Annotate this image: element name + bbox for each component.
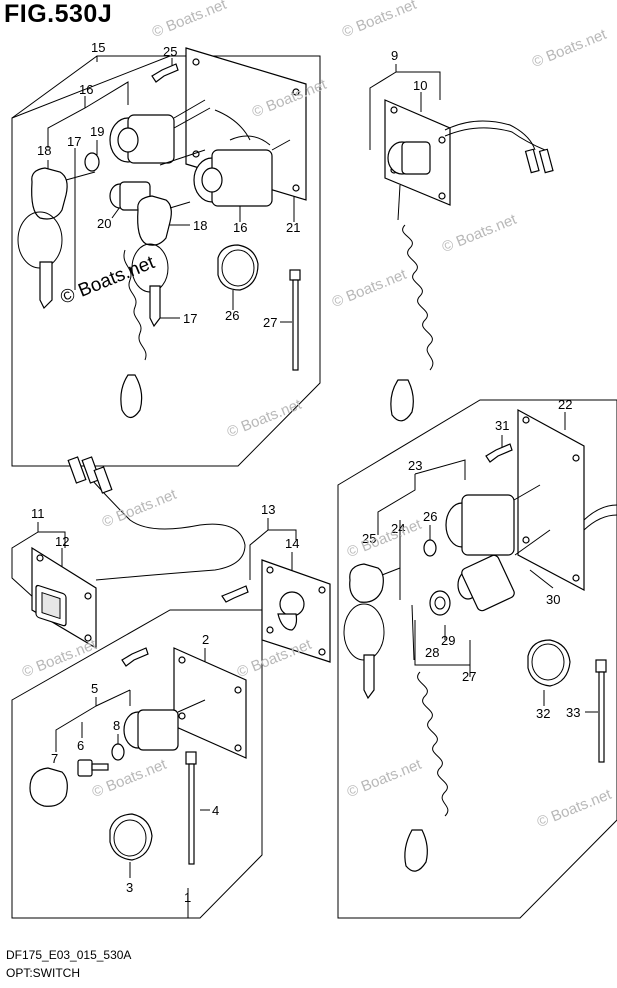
callout-18: 18 bbox=[193, 218, 207, 233]
key-switch-16-lower bbox=[159, 139, 291, 207]
lanyard-coil-9 bbox=[390, 184, 434, 422]
screw-22 bbox=[151, 63, 179, 83]
screw-13 bbox=[221, 585, 249, 603]
callout-35: 32 bbox=[536, 706, 550, 721]
switch-9 bbox=[387, 120, 554, 175]
callout-13: 13 bbox=[261, 502, 275, 517]
callout-28: 25 bbox=[362, 531, 376, 546]
callout-22: 25 bbox=[163, 44, 177, 59]
callout-32: 29 bbox=[441, 633, 455, 648]
callout-36: 33 bbox=[566, 705, 580, 720]
callout-15: 15 bbox=[91, 40, 105, 55]
callout-19: 19 bbox=[90, 124, 104, 139]
harness-upper-left bbox=[214, 109, 271, 146]
callout-18: 18 bbox=[37, 143, 51, 158]
key-fob-18-left bbox=[17, 167, 96, 310]
callout-3: 3 bbox=[126, 880, 133, 895]
key-fob-18-right bbox=[131, 195, 191, 328]
key-switch-16-upper bbox=[109, 99, 211, 164]
callout-30: 27 bbox=[462, 669, 476, 684]
nut-19 bbox=[84, 152, 100, 172]
callout-6: 6 bbox=[77, 738, 84, 753]
nut-32 bbox=[429, 590, 451, 616]
key-fob-28 bbox=[343, 563, 401, 700]
callout-7: 7 bbox=[51, 751, 58, 766]
lanyard-coil-31 bbox=[404, 604, 449, 872]
stop-switch-30 bbox=[457, 529, 551, 612]
key-fob-7 bbox=[29, 767, 68, 807]
callout-17: 17 bbox=[183, 311, 197, 326]
callout-8: 8 bbox=[113, 718, 120, 733]
callout-12: 12 bbox=[55, 534, 69, 549]
key-6 bbox=[77, 759, 109, 777]
key-switch-26 bbox=[445, 484, 617, 556]
callout-17: 17 bbox=[67, 134, 81, 149]
frame-group-1 bbox=[11, 609, 263, 919]
callout-4: 4 bbox=[212, 803, 219, 818]
lanyard-coil-upper-left bbox=[120, 249, 147, 419]
harness-11 bbox=[67, 456, 246, 581]
screw-2 bbox=[121, 647, 149, 667]
callout-2: 2 bbox=[202, 632, 209, 647]
callout-1: 1 bbox=[184, 890, 191, 905]
callout-5: 5 bbox=[91, 681, 98, 696]
callout-11: 11 bbox=[31, 506, 45, 521]
figure-name: OPT:SWITCH bbox=[6, 966, 80, 980]
frame-group-assembly-upper-right bbox=[337, 399, 617, 919]
callout-20: 20 bbox=[97, 216, 111, 231]
callout-33: 30 bbox=[546, 592, 560, 607]
cap-3 bbox=[109, 813, 153, 861]
callout-16: 16 bbox=[79, 82, 93, 97]
tie-24 bbox=[289, 269, 301, 371]
callout-14: 14 bbox=[285, 536, 299, 551]
callout-31: 28 bbox=[425, 645, 439, 660]
plate-2 bbox=[173, 647, 247, 759]
callout-21: 21 bbox=[286, 220, 300, 235]
cap-35 bbox=[527, 639, 571, 687]
tie-4 bbox=[185, 751, 197, 865]
nut-29 bbox=[423, 539, 437, 557]
callout-25: 22 bbox=[558, 397, 572, 412]
callout-27: 24 bbox=[391, 521, 405, 536]
tie-36 bbox=[595, 659, 607, 763]
plate-33 bbox=[517, 408, 585, 591]
callout-labels: 15 25 16 19 18 17 20 18 16 21 26 17 27 9… bbox=[31, 40, 580, 905]
switch-13 bbox=[277, 591, 305, 631]
switch-11 bbox=[35, 584, 67, 627]
nut-8 bbox=[111, 743, 125, 761]
callout-23: 26 bbox=[225, 308, 239, 323]
callout-29: 26 bbox=[423, 509, 437, 524]
callout-9: 9 bbox=[391, 48, 398, 63]
callout-16: 16 bbox=[233, 220, 247, 235]
cap-23 bbox=[217, 244, 259, 291]
callout-34: 31 bbox=[495, 418, 509, 433]
key-switch-5 bbox=[123, 699, 206, 751]
figure-code: DF175_E03_015_530A bbox=[6, 948, 132, 962]
callout-24: 27 bbox=[263, 315, 277, 330]
screw-34 bbox=[485, 443, 513, 463]
figure-title: FIG.530J bbox=[4, 0, 113, 28]
callout-26: 23 bbox=[408, 458, 422, 473]
callout-10: 10 bbox=[413, 78, 427, 93]
